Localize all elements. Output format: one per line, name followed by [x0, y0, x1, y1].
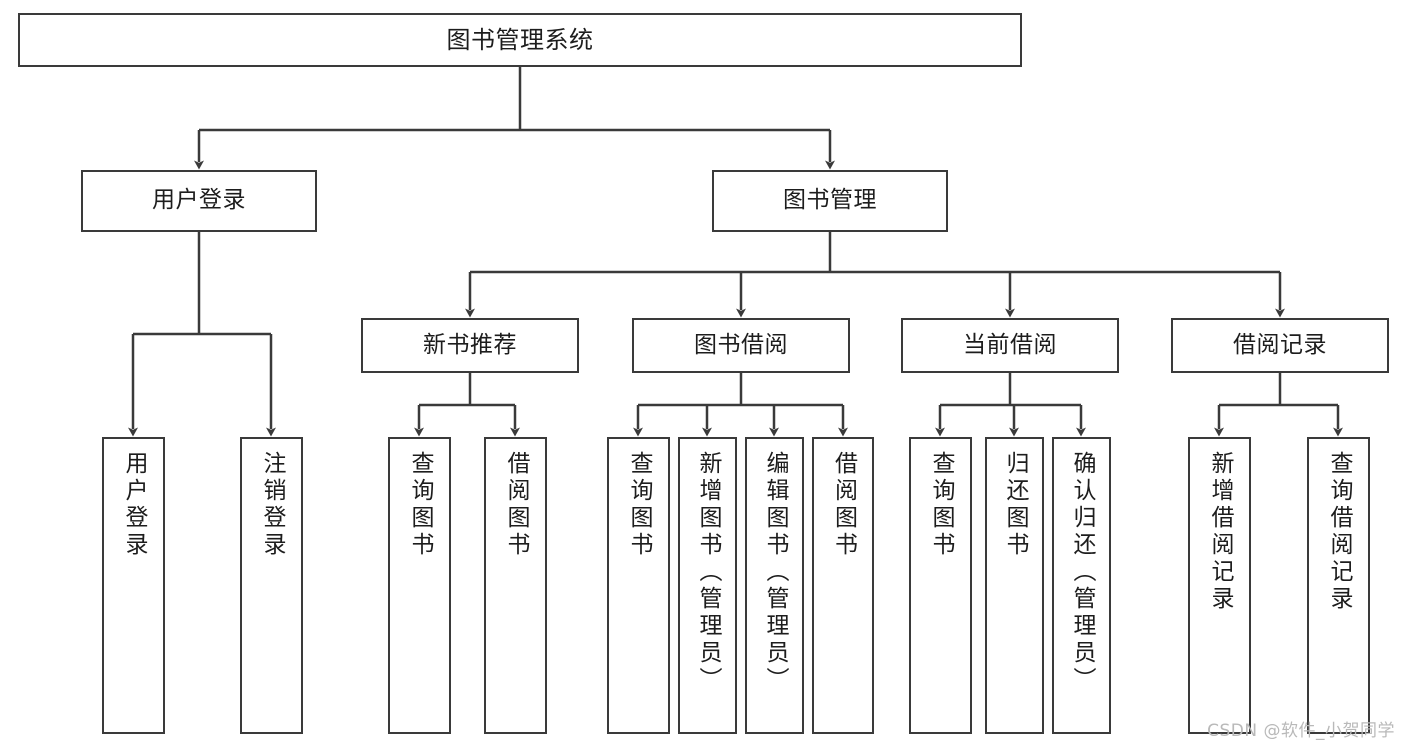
node-borrow-record[interactable]: 借阅记录	[1171, 318, 1389, 373]
node-leaf-add-record-label: 新增借阅记录	[1207, 451, 1233, 613]
node-leaf-edit-book[interactable]: 编辑图书（管理员）	[745, 437, 804, 734]
node-root[interactable]: 图书管理系统	[18, 13, 1022, 67]
node-leaf-user-logout[interactable]: 注销登录	[240, 437, 303, 734]
node-leaf-add-record[interactable]: 新增借阅记录	[1188, 437, 1251, 734]
node-leaf-return-book-label: 归还图书	[1002, 451, 1028, 559]
node-book-borrow[interactable]: 图书借阅	[632, 318, 850, 373]
node-leaf-user-login[interactable]: 用户登录	[102, 437, 165, 734]
node-user-login[interactable]: 用户登录	[81, 170, 317, 232]
node-leaf-borrow-book-2[interactable]: 借阅图书	[812, 437, 874, 734]
node-book-manage-label: 图书管理	[783, 187, 877, 214]
node-leaf-edit-book-label: 编辑图书（管理员）	[762, 451, 788, 694]
node-leaf-add-book-label: 新增图书（管理员）	[695, 451, 721, 694]
node-leaf-borrow-book-1-label: 借阅图书	[503, 451, 529, 559]
watermark: CSDN @软件_小贺同学	[1207, 721, 1395, 741]
node-user-login-label: 用户登录	[152, 187, 246, 214]
node-leaf-borrow-book-2-label: 借阅图书	[830, 451, 857, 559]
node-leaf-query-book-1[interactable]: 查询图书	[388, 437, 451, 734]
node-leaf-query-book-2-label: 查询图书	[626, 451, 652, 559]
node-leaf-query-book-2[interactable]: 查询图书	[607, 437, 670, 734]
node-new-book-rec[interactable]: 新书推荐	[361, 318, 579, 373]
node-current-borrow-label: 当前借阅	[963, 331, 1057, 358]
node-leaf-return-book[interactable]: 归还图书	[985, 437, 1044, 734]
node-leaf-borrow-book-1[interactable]: 借阅图书	[484, 437, 547, 734]
node-leaf-query-book-3[interactable]: 查询图书	[909, 437, 972, 734]
node-leaf-query-book-3-label: 查询图书	[928, 451, 954, 559]
node-current-borrow[interactable]: 当前借阅	[901, 318, 1119, 373]
node-leaf-user-logout-label: 注销登录	[259, 451, 285, 559]
node-leaf-query-record[interactable]: 查询借阅记录	[1307, 437, 1370, 734]
node-new-book-rec-label: 新书推荐	[423, 331, 517, 358]
node-borrow-record-label: 借阅记录	[1233, 331, 1327, 358]
node-leaf-user-login-label: 用户登录	[121, 451, 147, 559]
node-leaf-confirm-return-label: 确认归还（管理员）	[1069, 451, 1095, 694]
node-book-borrow-label: 图书借阅	[694, 331, 788, 358]
node-root-label: 图书管理系统	[446, 25, 594, 54]
node-leaf-confirm-return[interactable]: 确认归还（管理员）	[1052, 437, 1111, 734]
node-book-manage[interactable]: 图书管理	[712, 170, 948, 232]
node-leaf-query-record-label: 查询借阅记录	[1326, 451, 1352, 613]
node-leaf-add-book[interactable]: 新增图书（管理员）	[678, 437, 737, 734]
node-leaf-query-book-1-label: 查询图书	[407, 451, 433, 559]
